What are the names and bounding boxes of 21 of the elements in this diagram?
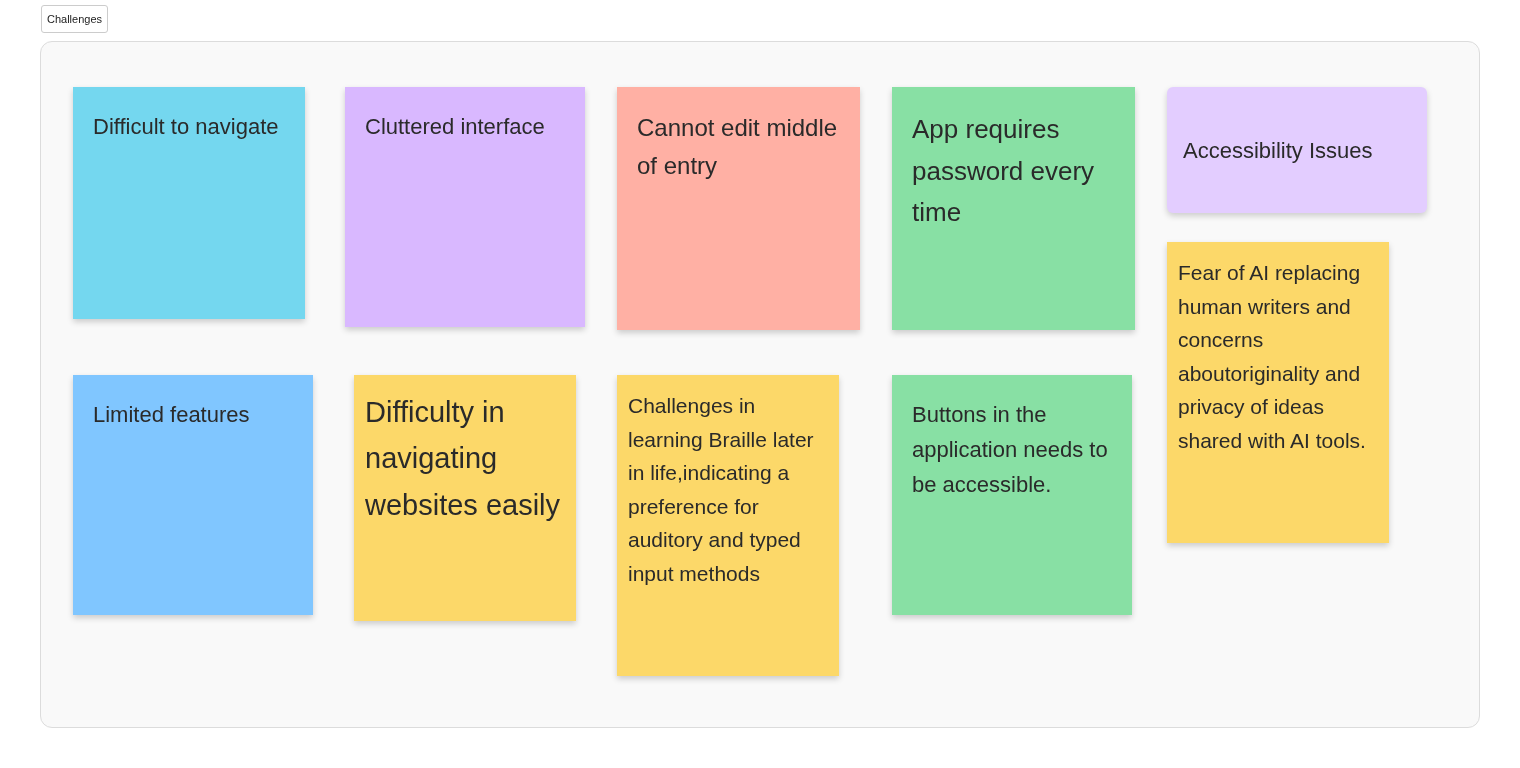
sticky-note [892,375,1132,615]
sticky-note [617,375,839,676]
note-text: Difficult to navigate [93,113,280,141]
sticky-note [73,375,313,615]
sticky-note [73,87,305,319]
note-text: Challenges in learning Braille later in life,indicating a preference for auditory and typed input methods [628,393,815,587]
note-text: Limited features [93,401,251,429]
sticky-note [617,87,860,330]
sticky-note [1167,87,1427,213]
note-text: Buttons in the application needs to be accessible. [912,401,1109,500]
note-text: Difficulty in navigating websites easily [365,395,562,523]
note-text: App requires password every time [912,113,1096,230]
frame-title: Challenges [41,5,109,33]
note-text: Cluttered interface [365,113,546,141]
sticky-note [892,87,1135,330]
note-text: Accessibility Issues [1183,137,1374,165]
sticky-note [345,87,585,327]
note-text: Fear of AI replacing human writers and concerns aboutoriginality and privacy of ideas shared with AI tools. [1178,260,1367,454]
sticky-note [1167,242,1389,543]
sticky-note [354,375,576,621]
note-text: Cannot edit middle of entry [637,113,839,182]
